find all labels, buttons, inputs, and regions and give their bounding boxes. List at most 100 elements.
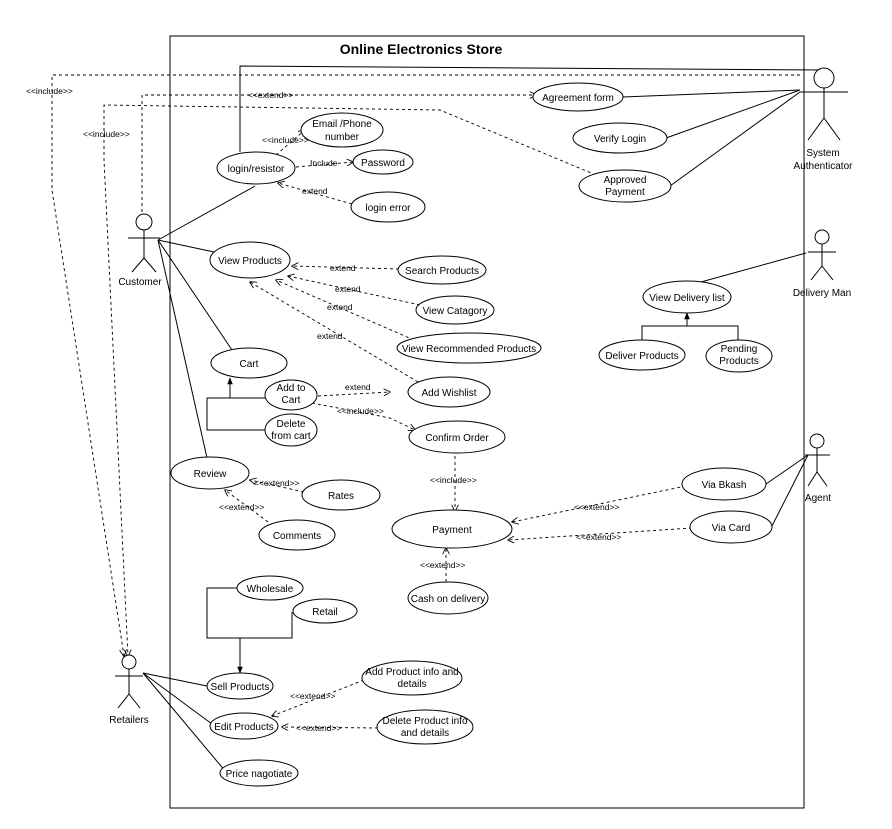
use-case-label: Cart bbox=[240, 359, 259, 370]
use-case-via-card[interactable]: Via Card bbox=[689, 510, 773, 544]
use-case-label: View Products bbox=[218, 256, 282, 267]
use-case-label: Retail bbox=[312, 607, 338, 618]
associations bbox=[142, 65, 823, 773]
use-case-label: Wholesale bbox=[247, 584, 294, 595]
use-case-label: Review bbox=[194, 469, 228, 480]
use-case-label: Price nagotiate bbox=[226, 769, 293, 780]
use-case-label: Add to bbox=[277, 383, 306, 394]
label-extend-bkash: <<extend>> bbox=[574, 502, 619, 512]
use-case-label: Products bbox=[719, 356, 758, 367]
use-case-label: Email /Phone bbox=[312, 119, 372, 130]
use-case-email-phone[interactable]: Email /Phone number bbox=[300, 112, 384, 148]
label-extend-wishlist-cart: extend bbox=[345, 382, 371, 392]
structural-arrows bbox=[206, 312, 739, 674]
use-case-label: number bbox=[325, 132, 360, 143]
label-extend-add-info: <<extend>> bbox=[290, 691, 335, 701]
use-case-approved-payment[interactable]: Approved Payment bbox=[578, 169, 672, 203]
use-case-label: Via Card bbox=[712, 523, 751, 534]
use-case-add-to-cart[interactable]: Add to Cart bbox=[264, 379, 318, 411]
label-extend-recommended: extend bbox=[327, 302, 353, 312]
use-case-rates[interactable]: Rates bbox=[301, 479, 381, 511]
actor-retailers[interactable]: Retailers bbox=[109, 654, 149, 726]
use-case-edit-products[interactable]: Edit Products bbox=[209, 712, 279, 740]
use-case-label: Delete bbox=[277, 419, 306, 430]
use-case-label: Rates bbox=[328, 491, 354, 502]
use-case-label: View Catagory bbox=[423, 306, 488, 317]
actor-label: Customer bbox=[118, 277, 162, 288]
use-case-comments[interactable]: Comments bbox=[258, 519, 336, 551]
label-extend-search: extend bbox=[330, 263, 356, 273]
use-case-via-bkash[interactable]: Via Bkash bbox=[681, 467, 767, 501]
use-case-view-recommended[interactable]: View Recommended Products bbox=[396, 332, 542, 364]
use-case-view-delivery-list[interactable]: View Delivery list bbox=[642, 280, 732, 314]
use-case-label: View Delivery list bbox=[649, 293, 725, 304]
use-case-deliver-products[interactable]: Deliver Products bbox=[598, 339, 686, 371]
actor-label: Delivery Man bbox=[793, 288, 851, 299]
label-extend-agreement: <<extend>> bbox=[248, 90, 293, 100]
system-title: Online Electronics Store bbox=[340, 41, 503, 57]
use-case-sell-products[interactable]: Sell Products bbox=[206, 672, 274, 700]
use-case-label: from cart bbox=[271, 431, 311, 442]
use-case-cash-on-delivery[interactable]: Cash on delivery bbox=[407, 581, 489, 615]
use-case-verify-login[interactable]: Verify Login bbox=[572, 122, 668, 154]
use-case-login[interactable]: login/resistor bbox=[216, 151, 296, 185]
use-case-view-products[interactable]: View Products bbox=[209, 241, 291, 279]
dependencies bbox=[51, 74, 800, 728]
use-case-label: login error bbox=[365, 203, 411, 214]
use-case-label: View Recommended Products bbox=[402, 344, 536, 355]
use-case-password[interactable]: Password bbox=[352, 149, 414, 175]
use-case-label: details bbox=[398, 679, 427, 690]
use-case-label: Cart bbox=[282, 395, 301, 406]
use-case-label: Deliver Products bbox=[605, 351, 678, 362]
use-case-pending-products[interactable]: Pending Products bbox=[705, 339, 773, 373]
actor-customer[interactable]: Customer bbox=[118, 213, 162, 288]
use-case-review[interactable]: Review bbox=[170, 456, 250, 490]
use-case-label: Agreement form bbox=[542, 93, 614, 104]
use-case-login-error[interactable]: login error bbox=[350, 191, 426, 223]
use-case-label: login/resistor bbox=[228, 164, 285, 175]
use-case-add-product-info[interactable]: Add Product info and details bbox=[361, 660, 463, 696]
label-extend-card: <<extend>> bbox=[576, 532, 621, 542]
use-case-delete-product-info[interactable]: Delete Product info and details bbox=[376, 709, 474, 745]
label-extend-comments: <<extend>> bbox=[219, 502, 264, 512]
label-extend-wishlist-view: extend bbox=[317, 331, 343, 341]
use-case-label: Delete Product info bbox=[382, 716, 467, 727]
use-case-payment[interactable]: Payment bbox=[391, 509, 513, 549]
use-case-label: Via Bkash bbox=[702, 480, 747, 491]
use-case-label: Verify Login bbox=[594, 134, 646, 145]
use-case-label: Password bbox=[361, 158, 405, 169]
label-include-confirm: <<include>> bbox=[337, 406, 384, 416]
use-case-view-category[interactable]: View Catagory bbox=[415, 295, 495, 325]
label-include-customer: <<include>> bbox=[83, 129, 130, 139]
relation-labels: <<include>> <<include>> <<extend>> <<inc… bbox=[26, 86, 621, 733]
use-case-label: Add Product info and bbox=[365, 667, 458, 678]
use-case-label: Add Wishlist bbox=[421, 388, 476, 399]
use-case-wholesale[interactable]: Wholesale bbox=[236, 575, 304, 601]
actor-agent[interactable]: Agent bbox=[805, 433, 831, 504]
label-include-payment: <<include>> bbox=[430, 475, 477, 485]
label-extend-rates: <<extend>> bbox=[254, 478, 299, 488]
use-case-label: and details bbox=[401, 728, 449, 739]
use-case-search-products[interactable]: Search Products bbox=[397, 255, 487, 285]
use-case-label: Search Products bbox=[405, 266, 479, 277]
use-case-label: Sell Products bbox=[211, 682, 270, 693]
use-case-price-negotiate[interactable]: Price nagotiate bbox=[219, 759, 299, 787]
use-case-label: Cash on delivery bbox=[411, 594, 485, 605]
actor-label: Retailers bbox=[109, 715, 148, 726]
use-case-label: Payment bbox=[605, 187, 645, 198]
actor-label: Agent bbox=[805, 493, 831, 504]
label-include-email: <<include>> bbox=[262, 135, 309, 145]
label-extend-delete-info: <<extend>> bbox=[296, 723, 341, 733]
use-case-delete-from-cart[interactable]: Delete from cart bbox=[264, 413, 318, 447]
label-extend-login-error: extend bbox=[302, 186, 328, 196]
use-case-cart[interactable]: Cart bbox=[210, 347, 288, 379]
actor-label: System bbox=[806, 148, 839, 159]
use-case-add-wishlist[interactable]: Add Wishlist bbox=[407, 376, 491, 408]
use-case-agreement-form[interactable]: Agreement form bbox=[532, 82, 624, 112]
use-case-confirm-order[interactable]: Confirm Order bbox=[408, 420, 506, 454]
actor-system-authenticator[interactable]: System Authenticator bbox=[794, 67, 854, 172]
use-case-label: Edit Products bbox=[214, 722, 273, 733]
actor-delivery-man[interactable]: Delivery Man bbox=[793, 229, 851, 299]
use-case-retail[interactable]: Retail bbox=[292, 598, 358, 624]
